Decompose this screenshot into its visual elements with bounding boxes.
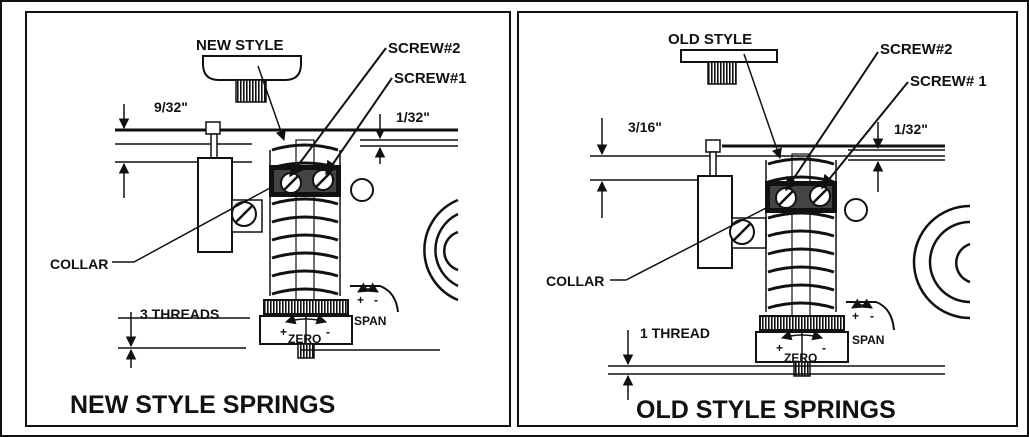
dial-arcs: [423, 198, 459, 302]
zero-label: ZERO: [288, 332, 321, 346]
leader-knob: [743, 53, 782, 159]
span-plus: +: [357, 293, 364, 307]
panel-title: NEW STYLE SPRINGS: [70, 391, 335, 419]
dim-top-label: 3/16": [628, 119, 662, 135]
panel-title: OLD STYLE SPRINGS: [636, 396, 896, 424]
zero-plus: +: [776, 341, 783, 355]
zero-minus: -: [326, 325, 330, 339]
screw1-label: SCREW# 1: [910, 73, 987, 90]
header-label: OLD STYLE: [668, 31, 752, 48]
zero-plus: +: [280, 325, 287, 339]
adjusting-nut: [263, 299, 349, 315]
threads-label: 3 THREADS: [140, 306, 219, 322]
collar-label: COLLAR: [50, 256, 108, 272]
new-style-panel: NEW STYLE SCREW#2 SCREW#1 9/32" 1/32" CO…: [25, 11, 511, 427]
dial-arcs: [912, 204, 971, 320]
span-minus: -: [870, 309, 874, 323]
leader-collar: [610, 207, 767, 281]
span-plus: +: [852, 309, 859, 323]
adjusting-nut: [759, 315, 845, 331]
span-label: SPAN: [354, 314, 386, 328]
dim-right-label: 1/32": [894, 121, 928, 137]
span-label: SPAN: [852, 333, 884, 347]
dim-top-label: 9/32": [154, 99, 188, 115]
header-label: NEW STYLE: [196, 37, 284, 54]
span-widget: [846, 298, 895, 331]
collar-label: COLLAR: [546, 273, 604, 289]
round-hole: [350, 178, 374, 202]
leader-screw1: [821, 81, 909, 190]
old-style-panel: OLD STYLE SCREW#2 SCREW# 1 3/16" 1/32" C…: [517, 11, 1018, 427]
span-widget: [350, 282, 399, 313]
zero-minus: -: [822, 341, 826, 355]
side-screw: [729, 217, 767, 249]
post-cylinder: [197, 121, 233, 253]
round-hole: [844, 198, 868, 222]
leader-collar: [112, 187, 271, 263]
zero-block: [755, 330, 849, 377]
zero-label: ZERO: [784, 351, 817, 365]
knob-old-style: [680, 49, 778, 85]
side-screw: [231, 199, 263, 233]
leader-screw2: [785, 51, 879, 192]
leader-screw1: [325, 77, 393, 176]
leader-screw2: [289, 47, 387, 178]
collar-block: [765, 181, 837, 213]
screw2-label: SCREW#2: [388, 40, 461, 57]
leader-knob: [257, 65, 286, 141]
zero-block: [259, 314, 353, 359]
screw2-label: SCREW#2: [880, 41, 953, 58]
screw1-label: SCREW#1: [394, 70, 467, 87]
dim-right-label: 1/32": [396, 109, 430, 125]
span-minus: -: [374, 293, 378, 307]
spring-coils: [765, 153, 837, 319]
threads-label: 1 THREAD: [640, 325, 710, 341]
